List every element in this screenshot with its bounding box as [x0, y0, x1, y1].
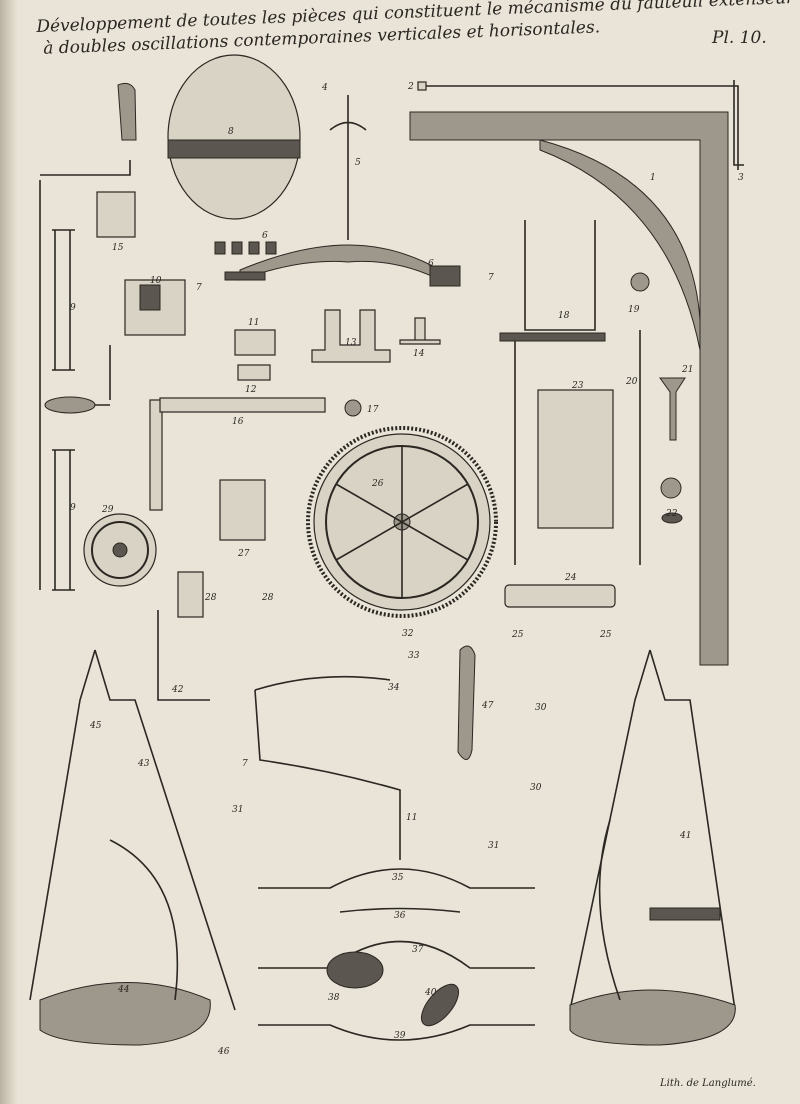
plate-number: Pl. 10. — [712, 28, 767, 48]
figure-label: 33 — [408, 651, 420, 661]
figure-label: 17 — [367, 405, 379, 415]
part-45-left-leg-frame — [29, 649, 236, 1046]
part-29-handwheel — [83, 513, 157, 587]
figure-label: 36 — [394, 911, 406, 921]
figure-label: 10 — [150, 276, 162, 286]
figure-label: 45 — [89, 721, 102, 731]
figure-label: 26 — [371, 479, 384, 489]
figure-label: 23 — [571, 381, 584, 391]
part-10-winch — [44, 279, 186, 414]
figure-label: 30 — [530, 783, 542, 793]
figure-label: 9 — [70, 303, 76, 313]
figure-label: 11 — [406, 813, 417, 823]
figure-label: 37 — [412, 945, 424, 955]
figure-label: 46 — [217, 1047, 230, 1057]
part-2-3-hook-rod — [417, 80, 744, 170]
figure-label: 13 — [345, 338, 357, 348]
figure-label: 35 — [392, 873, 404, 883]
figure-label: 25 — [599, 630, 612, 640]
part-8-oval-ring — [167, 54, 301, 220]
figure-label: 34 — [388, 683, 400, 693]
figure-label: 5 — [355, 158, 361, 168]
figure-label: 22 — [665, 509, 678, 519]
figure-labels: 1 2 3 4 5 6 6 7 7 8 9 9 10 11 12 13 14 1… — [70, 82, 744, 1057]
part-41-right-leg-frame — [569, 649, 736, 1046]
figure-label: 20 — [625, 377, 638, 387]
figure-label: 24 — [564, 573, 577, 583]
figure-label: 4 — [321, 83, 328, 93]
figure-label: 25 — [511, 630, 524, 640]
figure-label: 28 — [204, 593, 217, 603]
figure-label: 38 — [328, 993, 340, 1003]
figure-label: 6 — [262, 231, 268, 241]
lithographer-credit: Lith. de Langlumé. — [660, 1078, 756, 1089]
figure-label: 7 — [196, 283, 202, 293]
figure-label: 15 — [112, 243, 124, 253]
part-23-plate — [537, 389, 614, 529]
part-34-crank-arm — [254, 675, 401, 860]
figure-label: 42 — [171, 685, 184, 695]
part-1-angle-frame — [409, 111, 729, 666]
figure-label: 28 — [261, 593, 274, 603]
figure-label: 32 — [402, 629, 414, 639]
figure-label: 2 — [407, 82, 414, 92]
figure-label: 40 — [424, 988, 437, 998]
parts-11-14 — [234, 309, 441, 381]
part-28-bracket — [177, 571, 204, 618]
part-18-fork-rods — [499, 220, 686, 565]
part-24-bar — [504, 584, 616, 608]
figure-label: 7 — [488, 273, 494, 283]
figure-label: 8 — [228, 127, 234, 137]
figure-label: 19 — [628, 305, 640, 315]
figure-label: 6 — [428, 259, 434, 269]
figure-label: 31 — [232, 805, 243, 815]
figure-label: 9 — [70, 503, 76, 513]
part-9-springs — [52, 229, 75, 591]
figure-label: 44 — [117, 985, 130, 995]
figure-label: 29 — [101, 505, 114, 515]
figure-label: 1 — [650, 173, 656, 183]
figure-label: 39 — [394, 1031, 406, 1041]
figure-label: 14 — [413, 349, 425, 359]
figure-label: 11 — [248, 318, 259, 328]
page-binding-edge — [0, 0, 18, 1104]
figure-label: 43 — [137, 759, 150, 769]
figure-label: 27 — [237, 549, 250, 559]
part-42-angle — [157, 610, 210, 701]
figure-label: 12 — [245, 385, 257, 395]
figure-label: 21 — [681, 365, 693, 375]
part-16-lever-bar — [149, 397, 362, 511]
figure-label: 7 — [242, 759, 248, 769]
part-47-wrench — [457, 645, 476, 760]
part-27-clamp — [219, 479, 266, 541]
part-26-gear-wheel — [306, 426, 498, 618]
figure-label: 3 — [738, 173, 744, 183]
figure-label: 31 — [488, 841, 499, 851]
figure-label: 47 — [481, 701, 494, 711]
figure-label: 30 — [535, 703, 547, 713]
figure-label: 18 — [558, 311, 570, 321]
part-6-rollers — [214, 241, 277, 255]
parts-35-39-curved-bars — [258, 868, 535, 1041]
figure-label: 41 — [679, 831, 691, 841]
figure-label: 16 — [232, 417, 244, 427]
part-5-screw-stand — [224, 95, 461, 287]
part-15-crank — [39, 82, 137, 590]
